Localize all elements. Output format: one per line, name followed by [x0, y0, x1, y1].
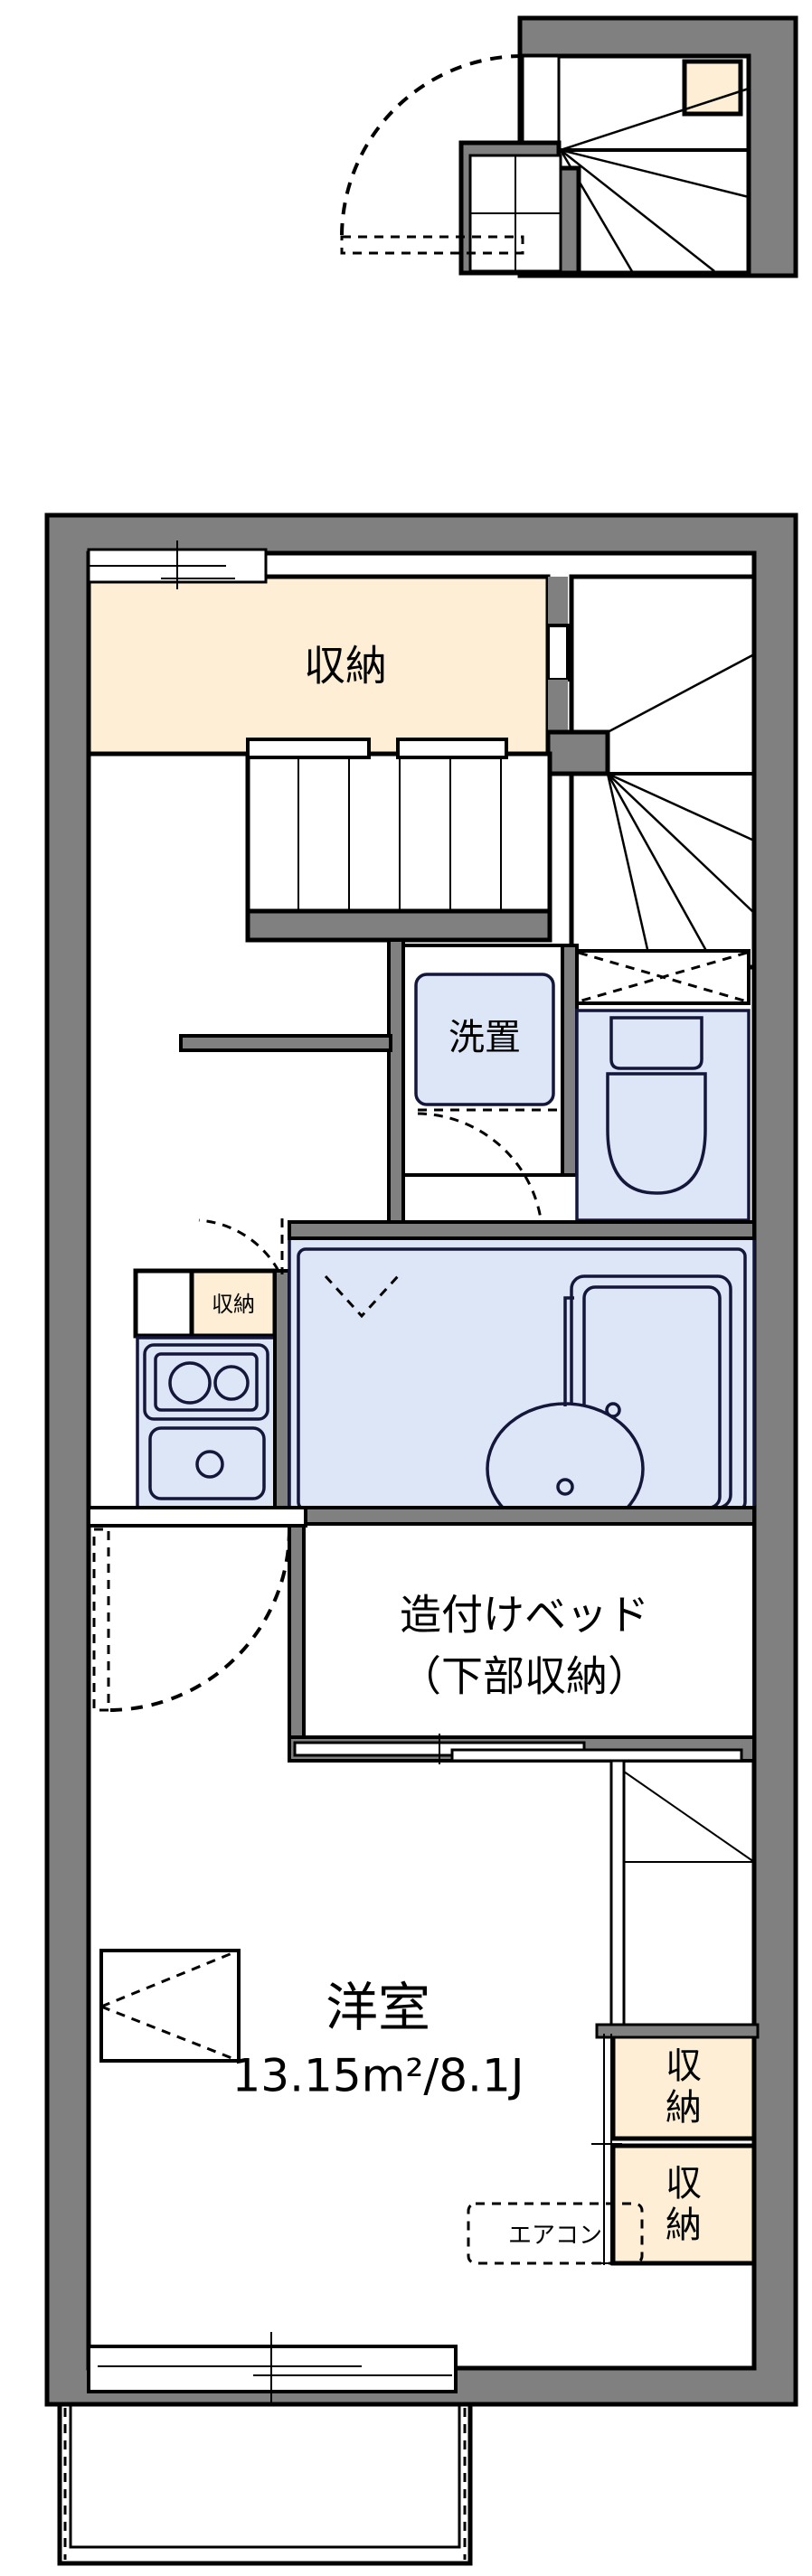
bathroom-group	[288, 1220, 756, 1536]
room-window-mark-2	[100, 2005, 240, 2063]
balcony-slab	[57, 2402, 473, 2566]
bed-left-wall	[289, 1524, 304, 1737]
bath-top-wall-outline	[288, 1220, 756, 1240]
washer-label: 洗置	[448, 1017, 521, 1058]
stair-winder-c	[607, 773, 755, 914]
unit-outer-wall-outline	[44, 512, 798, 2407]
upper-stair-section	[340, 15, 798, 278]
stairs-down-group	[545, 574, 757, 970]
washer-machine-box	[414, 973, 555, 1106]
balcony-group	[57, 2332, 473, 2566]
wash-basin-faucet	[563, 1296, 574, 1406]
closet-right-opening	[546, 624, 570, 682]
upper-closet-label: 収納	[304, 642, 387, 691]
aircon-label: エアコン	[508, 2223, 602, 2250]
room-window-mark-1	[100, 1949, 240, 2008]
toilet-bowl	[606, 1072, 707, 1195]
kitchen-closet-label: 収納	[212, 1292, 255, 1317]
wash-basin-drain	[556, 1478, 574, 1496]
corridor-top-wall	[181, 1036, 391, 1050]
toilet-tank	[609, 1016, 703, 1070]
built-in-bed-group: 造付けベッド （下部収納）	[288, 1522, 756, 1764]
corridor-top-wall-outline	[179, 1034, 392, 1052]
stair-header-wall	[248, 911, 550, 940]
stair-winder-e	[606, 773, 653, 966]
upper-stair-winder-1	[560, 87, 750, 152]
closet-diagonal-mark	[623, 1771, 755, 1863]
washer-door-arc	[417, 1112, 544, 1241]
hall-door-header	[87, 1506, 307, 1528]
kitchen-right-wall	[275, 1271, 289, 1508]
stair-winder-b	[607, 772, 755, 842]
western-room-area: 13.15m²/8.1J	[232, 2050, 524, 2102]
kitchen-upper-cabinet	[133, 1268, 194, 1339]
built-in-bed-label-line2: （下部収納）	[400, 1652, 649, 1701]
bath-top-wall	[289, 1222, 754, 1238]
entrance-door-leaf	[340, 235, 524, 255]
bath-bottom-wall	[289, 1508, 754, 1524]
washer-toilet-divider-wall	[562, 945, 577, 1175]
sanitary-group: 洗置	[387, 938, 751, 1241]
closet-lower-right-label-1: 収	[666, 2163, 702, 2205]
closet-lower-right-area	[610, 2143, 757, 2266]
western-room-group: 洋室 13.15m²/8.1J 収 納 収 納 エアコン	[99, 1759, 760, 2266]
upper-stair-winder-3	[560, 149, 715, 272]
hall-door-leaf	[92, 1528, 110, 1712]
closet-upper-right-label-2: 納	[666, 2087, 702, 2129]
kitchen-closet-area	[189, 1268, 278, 1339]
kitchen-door-arc	[198, 1218, 280, 1272]
stair-winder-d	[606, 773, 716, 966]
upper-stairwell-wall-outline	[458, 140, 581, 276]
kitchen-group: 収納	[133, 1034, 392, 1509]
upper-section-storage-box	[682, 59, 743, 117]
hall-door-group	[87, 1506, 307, 1712]
closet-partition-upper	[609, 1759, 626, 2034]
built-in-bed-area	[288, 1522, 756, 1739]
toilet-vent-x-2	[578, 951, 748, 1003]
stair-landing-strip-a	[246, 738, 371, 759]
closet-lower-right-label-2: 納	[666, 2205, 702, 2246]
bath-door-fold-mark	[324, 1274, 400, 1319]
stove-burner-2	[213, 1365, 250, 1401]
corridor-wall-left	[389, 940, 403, 1222]
upper-stair-winder-2	[560, 148, 750, 199]
built-in-bed-label-line1: 造付けベッド	[400, 1591, 649, 1640]
kitchen-sink-drain	[195, 1450, 224, 1479]
room-window-left	[99, 1949, 241, 2063]
bed-panel-right	[450, 1748, 743, 1763]
closet-upper-right-label-1: 収	[666, 2045, 702, 2087]
stove-burner-1	[168, 1361, 212, 1405]
closet-header-band-outline	[595, 2023, 760, 2039]
upper-closet-area	[86, 574, 551, 757]
upper-closet-group: 収納	[86, 541, 570, 757]
balcony-rail-inner	[69, 2402, 461, 2549]
closet-right-jamb-bottom	[548, 680, 568, 732]
stair-winder-a	[607, 653, 755, 734]
western-room-label: 洋室	[326, 1977, 430, 2038]
closet-header-band	[597, 2025, 758, 2037]
stair-landing-strip-b	[396, 738, 508, 759]
stair-pivot-block	[548, 732, 608, 774]
closet-right-jamb-top	[548, 577, 568, 625]
stair-flight-group	[245, 738, 552, 943]
